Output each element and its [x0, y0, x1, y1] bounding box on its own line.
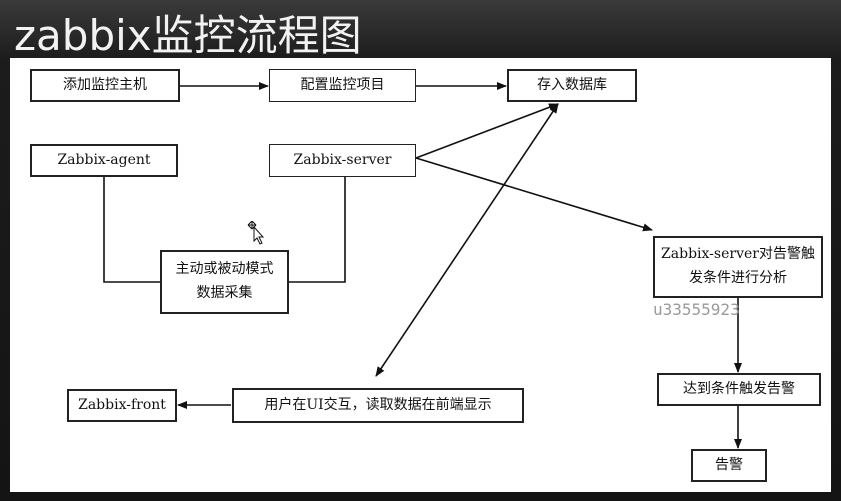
- node-add-host: 添加监控主机: [30, 69, 180, 102]
- node-alarm: 告警: [691, 449, 767, 482]
- node-trigger-alarm-label: 达到条件触发告警: [683, 381, 795, 398]
- node-add-host-label: 添加监控主机: [63, 77, 147, 94]
- line-agent-to-collect: [103, 176, 161, 283]
- node-config-items-label: 配置监控项目: [300, 77, 385, 94]
- line-server-to-collect: [288, 176, 346, 283]
- node-collect-line2: 数据采集: [196, 285, 253, 301]
- node-analyze-line2: 发条件进行分析: [689, 270, 787, 286]
- node-agent-label: Zabbix-agent: [57, 152, 151, 169]
- node-server-label: Zabbix-server: [293, 152, 392, 169]
- node-trigger-alarm: 达到条件触发告警: [657, 373, 821, 406]
- node-collect: 主动或被动模式 数据采集: [160, 250, 289, 314]
- node-ui: 用户在UI交互，读取数据在前端显示: [232, 388, 524, 423]
- watermark-text: u33555923: [653, 300, 740, 319]
- node-server: Zabbix-server: [269, 144, 416, 177]
- node-ui-label: 用户在UI交互，读取数据在前端显示: [264, 397, 492, 414]
- node-analyze: Zabbix-server对告警触 发条件进行分析: [653, 236, 823, 298]
- arrow-ui-db-bidirectional: [375, 103, 559, 377]
- node-front-label: Zabbix-front: [78, 397, 166, 414]
- node-front: Zabbix-front: [67, 389, 177, 422]
- node-config-items: 配置监控项目: [269, 69, 416, 102]
- node-store-db-label: 存入数据库: [537, 77, 607, 94]
- node-agent: Zabbix-agent: [30, 144, 178, 177]
- node-analyze-line1: Zabbix-server对告警触: [661, 246, 815, 263]
- node-alarm-label: 告警: [715, 457, 743, 474]
- move-cursor-icon: [247, 221, 265, 245]
- slide-title: zabbix监控流程图: [14, 11, 362, 60]
- node-store-db: 存入数据库: [507, 69, 637, 102]
- node-collect-line1: 主动或被动模式: [175, 261, 274, 278]
